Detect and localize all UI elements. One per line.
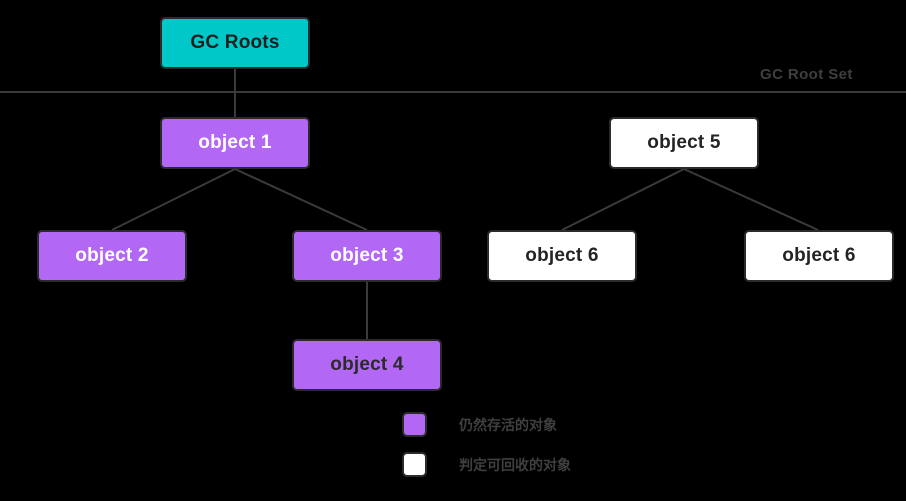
legend-swatch-alive-icon (402, 412, 427, 437)
node-label: object 1 (198, 132, 272, 153)
edge-object-5-to-object-6b (683, 168, 819, 231)
legend-item-dead: 判定可回收的对象 (402, 452, 571, 477)
gc-root-set-label: GC Root Set (760, 66, 853, 83)
node-object-6b[interactable]: object 6 (744, 230, 894, 282)
legend-label: 判定可回收的对象 (459, 456, 571, 473)
node-label: object 3 (330, 245, 404, 266)
legend-label: 仍然存活的对象 (459, 416, 557, 433)
edge-object-1-to-object-3 (234, 168, 368, 231)
node-label: GC Roots (190, 32, 280, 53)
node-object-6a[interactable]: object 6 (487, 230, 637, 282)
node-object-1[interactable]: object 1 (160, 117, 310, 169)
node-object-2[interactable]: object 2 (37, 230, 187, 282)
legend-swatch-dead-icon (402, 452, 427, 477)
node-object-3[interactable]: object 3 (292, 230, 442, 282)
legend-item-alive: 仍然存活的对象 (402, 412, 557, 437)
node-gc-roots[interactable]: GC Roots (160, 17, 310, 69)
node-label: object 6 (525, 245, 599, 266)
node-label: object 4 (330, 354, 404, 375)
node-label: object 5 (647, 132, 721, 153)
node-object-4[interactable]: object 4 (292, 339, 442, 391)
edge-object-5-to-object-6a (561, 168, 685, 231)
node-label: object 2 (75, 245, 149, 266)
edge-object-1-to-object-2 (111, 168, 236, 231)
gc-root-set-divider (0, 91, 906, 93)
node-object-5[interactable]: object 5 (609, 117, 759, 169)
edge-group (111, 69, 819, 339)
node-label: object 6 (782, 245, 856, 266)
